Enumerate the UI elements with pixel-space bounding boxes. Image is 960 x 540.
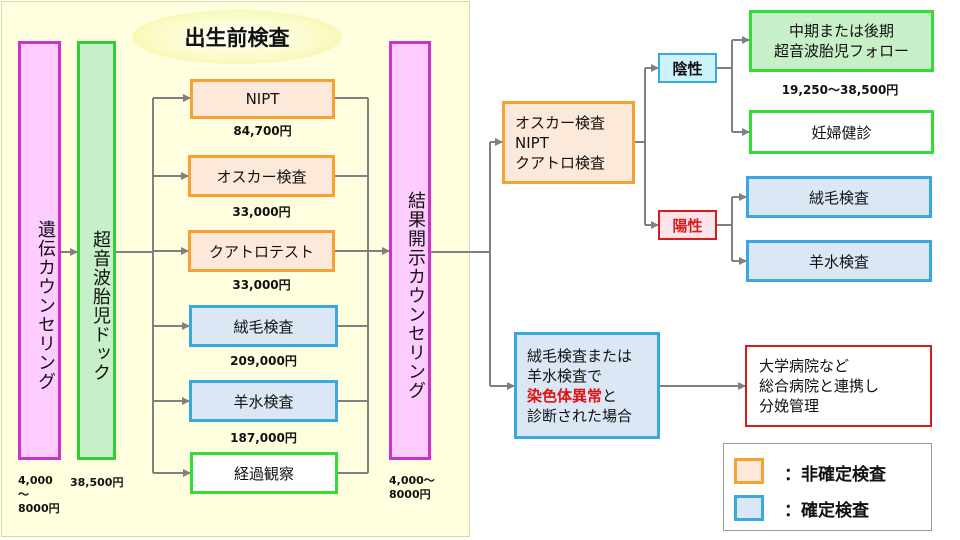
counseling-price: 4,000～ 8000円: [18, 474, 60, 515]
checkup-box: 妊婦健診: [749, 110, 934, 154]
genetic-counseling-label: 遺伝カウンセリング: [35, 220, 56, 391]
test-label: 絨毛検査: [233, 317, 294, 336]
test-label: オスカー検査: [216, 167, 307, 186]
test-box-cvs: 絨毛検査: [189, 305, 338, 347]
test-label: クアトロテスト: [208, 242, 314, 261]
test-box-observation: 経過観察: [190, 452, 338, 494]
hospital-line: 大学病院など: [759, 357, 850, 375]
test-price: 33,000円: [232, 278, 291, 292]
followup-price: 19,250～38,500円: [781, 83, 899, 97]
hospital-box: 大学病院など 総合病院と連携し 分娩管理: [745, 345, 932, 427]
positive-label: 陽性: [672, 216, 703, 235]
test-price: 33,000円: [232, 205, 291, 219]
diagram-title: 出生前検査: [184, 26, 290, 50]
result-counseling-box: 結果開示カウンセリング: [389, 41, 431, 460]
test-price: 209,000円: [230, 354, 297, 368]
test-label: NIPT: [245, 90, 280, 108]
screening-group-box: オスカー検査 NIPT クアトロ検査: [502, 101, 635, 184]
legend-swatch-orange: [734, 458, 764, 484]
hospital-line: 総合病院と連携し: [759, 377, 880, 395]
genetic-counseling-box: 遺伝カウンセリング: [18, 41, 61, 460]
screening-line: NIPT: [515, 133, 549, 152]
abnormal-diagnosis-box: 絨毛検査または 羊水検査で 染色体異常と 診断された場合: [514, 332, 660, 439]
positive-option-cvs: 絨毛検査: [746, 176, 932, 218]
dock-price: 38,500円: [70, 476, 124, 489]
test-price: 187,000円: [230, 431, 297, 445]
followup-line: 超音波胎児フォロー: [773, 42, 909, 60]
followup-box: 中期または後期 超音波胎児フォロー: [749, 10, 934, 72]
followup-line: 中期または後期: [788, 22, 894, 40]
test-box-quattro: クアトロテスト: [188, 230, 335, 272]
positive-badge: 陽性: [658, 210, 717, 240]
title-ellipse: [132, 10, 342, 64]
negative-label: 陰性: [672, 59, 703, 78]
test-label: 経過観察: [233, 464, 294, 483]
test-label: 羊水検査: [233, 392, 294, 411]
screening-line: オスカー検査: [515, 113, 606, 132]
abnormal-line: 診断された場合: [527, 406, 633, 425]
result-counseling-label: 結果開示カウンセリング: [405, 191, 426, 400]
fetal-ultrasound-dock-label: 超音波胎児ドック: [90, 229, 111, 382]
result-counseling-price: 4,000～ 8000円: [389, 474, 435, 501]
chromosomal-abnormality-text: 染色体異常: [527, 386, 603, 405]
legend-definitive: ：確定検査: [784, 501, 869, 521]
fetal-ultrasound-dock-box: 超音波胎児ドック: [77, 41, 116, 460]
test-price: 84,700円: [233, 124, 292, 138]
test-box-amniocentesis: 羊水検査: [189, 380, 338, 422]
screening-line: クアトロ検査: [515, 153, 606, 172]
test-box-oscar: オスカー検査: [188, 155, 335, 197]
abnormal-line: 絨毛検査または: [527, 346, 633, 365]
abnormal-line: 染色体異常と: [527, 386, 657, 406]
legend: ：非確定検査 ：確定検査: [723, 443, 932, 531]
test-box-nipt: NIPT: [190, 79, 335, 119]
positive-option-label: 羊水検査: [808, 252, 869, 271]
positive-option-amnio: 羊水検査: [746, 240, 932, 282]
negative-badge: 陰性: [658, 53, 717, 83]
checkup-label: 妊婦健診: [811, 123, 872, 142]
abnormal-line-suffix: と: [602, 386, 618, 405]
abnormal-line: 羊水検査で: [527, 366, 603, 385]
legend-non-definitive: ：非確定検査: [784, 465, 886, 485]
positive-option-label: 絨毛検査: [808, 188, 869, 207]
legend-swatch-blue: [734, 495, 764, 521]
hospital-line: 分娩管理: [759, 397, 820, 415]
